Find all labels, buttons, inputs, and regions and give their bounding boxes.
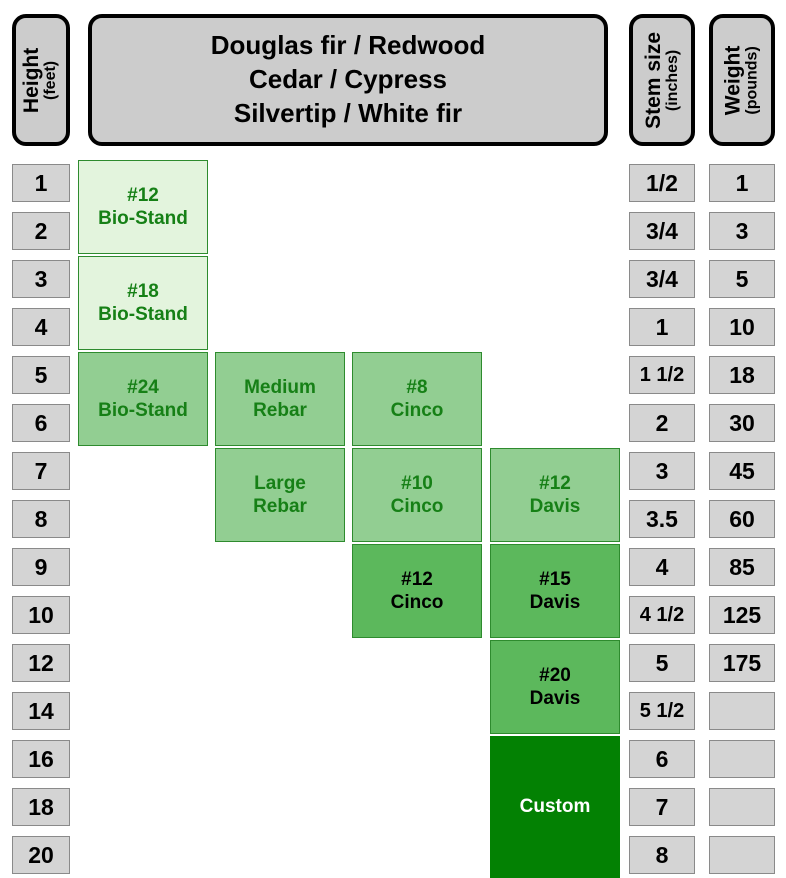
weight-cell: 60 <box>709 500 775 538</box>
stand-cell-line-1: #12 <box>539 472 571 494</box>
stand-cell-line-1: #8 <box>406 376 428 398</box>
weight-cell: 3 <box>709 212 775 250</box>
species-line-3: Silvertip / White fir <box>233 97 463 128</box>
stand-cell-line-2: Davis <box>529 688 581 709</box>
height-cell: 1 <box>12 164 70 202</box>
stand-cell-line-1: #12 <box>127 184 159 206</box>
stem-size-cell: 3/4 <box>629 260 695 298</box>
stand-cell-line-2: Bio-Stand <box>98 304 188 325</box>
stand-cell-line-1: #10 <box>401 472 433 494</box>
weight-cell: 30 <box>709 404 775 442</box>
header-height-label: Height <box>20 47 44 113</box>
stem-size-cell: 3.5 <box>629 500 695 538</box>
height-cell: 18 <box>12 788 70 826</box>
stem-size-cell: 3 <box>629 452 695 490</box>
height-cell: 14 <box>12 692 70 730</box>
stand-cell-line-2: Bio-Stand <box>98 208 188 229</box>
weight-cell <box>709 836 775 874</box>
height-cell: 9 <box>12 548 70 586</box>
species-line-1: Douglas fir / Redwood <box>210 30 486 61</box>
height-cell: 5 <box>12 356 70 394</box>
stem-size-cell: 2 <box>629 404 695 442</box>
header-stem-unit: (inches) <box>663 49 681 111</box>
weight-cell <box>709 788 775 826</box>
stem-size-cell: 1/2 <box>629 164 695 202</box>
header-stem-label: Stem size <box>641 31 665 129</box>
stand-cell-line-1: #20 <box>539 664 571 686</box>
stand-cell-line-1: Custom <box>519 796 591 818</box>
weight-cell: 45 <box>709 452 775 490</box>
height-cell: 16 <box>12 740 70 778</box>
weight-cell: 85 <box>709 548 775 586</box>
stand-cell-line-1: #15 <box>539 568 571 590</box>
weight-cell: 18 <box>709 356 775 394</box>
height-cell: 8 <box>12 500 70 538</box>
weight-cell <box>709 692 775 730</box>
header-stem-size: Stem size (inches) <box>629 14 695 146</box>
stand-cell-line-1: #12 <box>401 568 433 590</box>
stem-size-cell: 5 <box>629 644 695 682</box>
stand-cell-line-2: Cinco <box>390 592 444 613</box>
stand-cell-line-1: #24 <box>127 376 159 398</box>
weight-cell <box>709 740 775 778</box>
header-weight-unit: (pounds) <box>743 45 761 115</box>
stem-size-cell: 3/4 <box>629 212 695 250</box>
stand-cell-line-2: Rebar <box>253 400 307 421</box>
stand-cell-line-2: Davis <box>529 496 581 517</box>
stand-cell-line-2: Bio-Stand <box>98 400 188 421</box>
stem-size-cell: 8 <box>629 836 695 874</box>
height-cell: 2 <box>12 212 70 250</box>
stem-size-cell: 5 1/2 <box>629 692 695 730</box>
weight-cell: 1 <box>709 164 775 202</box>
height-cell: 12 <box>12 644 70 682</box>
stem-size-cell: 4 <box>629 548 695 586</box>
stand-cell-line-1: Medium <box>244 376 316 398</box>
stand-cell[interactable]: Custom <box>490 736 620 878</box>
stand-cell-line-1: Large <box>254 472 306 494</box>
height-cell: 10 <box>12 596 70 634</box>
header-height-unit: (feet) <box>42 60 60 100</box>
stem-size-cell: 4 1/2 <box>629 596 695 634</box>
height-cell: 4 <box>12 308 70 346</box>
height-cell: 3 <box>12 260 70 298</box>
weight-cell: 125 <box>709 596 775 634</box>
height-cell: 7 <box>12 452 70 490</box>
weight-cell: 10 <box>709 308 775 346</box>
stand-cell-line-2: Cinco <box>390 496 444 517</box>
header-weight: Weight (pounds) <box>709 14 775 146</box>
stem-size-cell: 1 <box>629 308 695 346</box>
stand-cell-line-2: Davis <box>529 592 581 613</box>
header-weight-label: Weight <box>721 45 745 115</box>
weight-cell: 175 <box>709 644 775 682</box>
stand-cell-line-1: #18 <box>127 280 159 302</box>
header-species: Douglas fir / Redwood Cedar / Cypress Si… <box>88 14 608 146</box>
stand-cell-line-2: Rebar <box>253 496 307 517</box>
stem-size-cell: 7 <box>629 788 695 826</box>
header-height: Height (feet) <box>12 14 70 146</box>
species-line-2: Cedar / Cypress <box>249 64 447 95</box>
height-cell: 6 <box>12 404 70 442</box>
height-cell: 20 <box>12 836 70 874</box>
stem-size-cell: 6 <box>629 740 695 778</box>
stem-size-cell: 1 1/2 <box>629 356 695 394</box>
stand-cell-line-2: Cinco <box>390 400 444 421</box>
weight-cell: 5 <box>709 260 775 298</box>
